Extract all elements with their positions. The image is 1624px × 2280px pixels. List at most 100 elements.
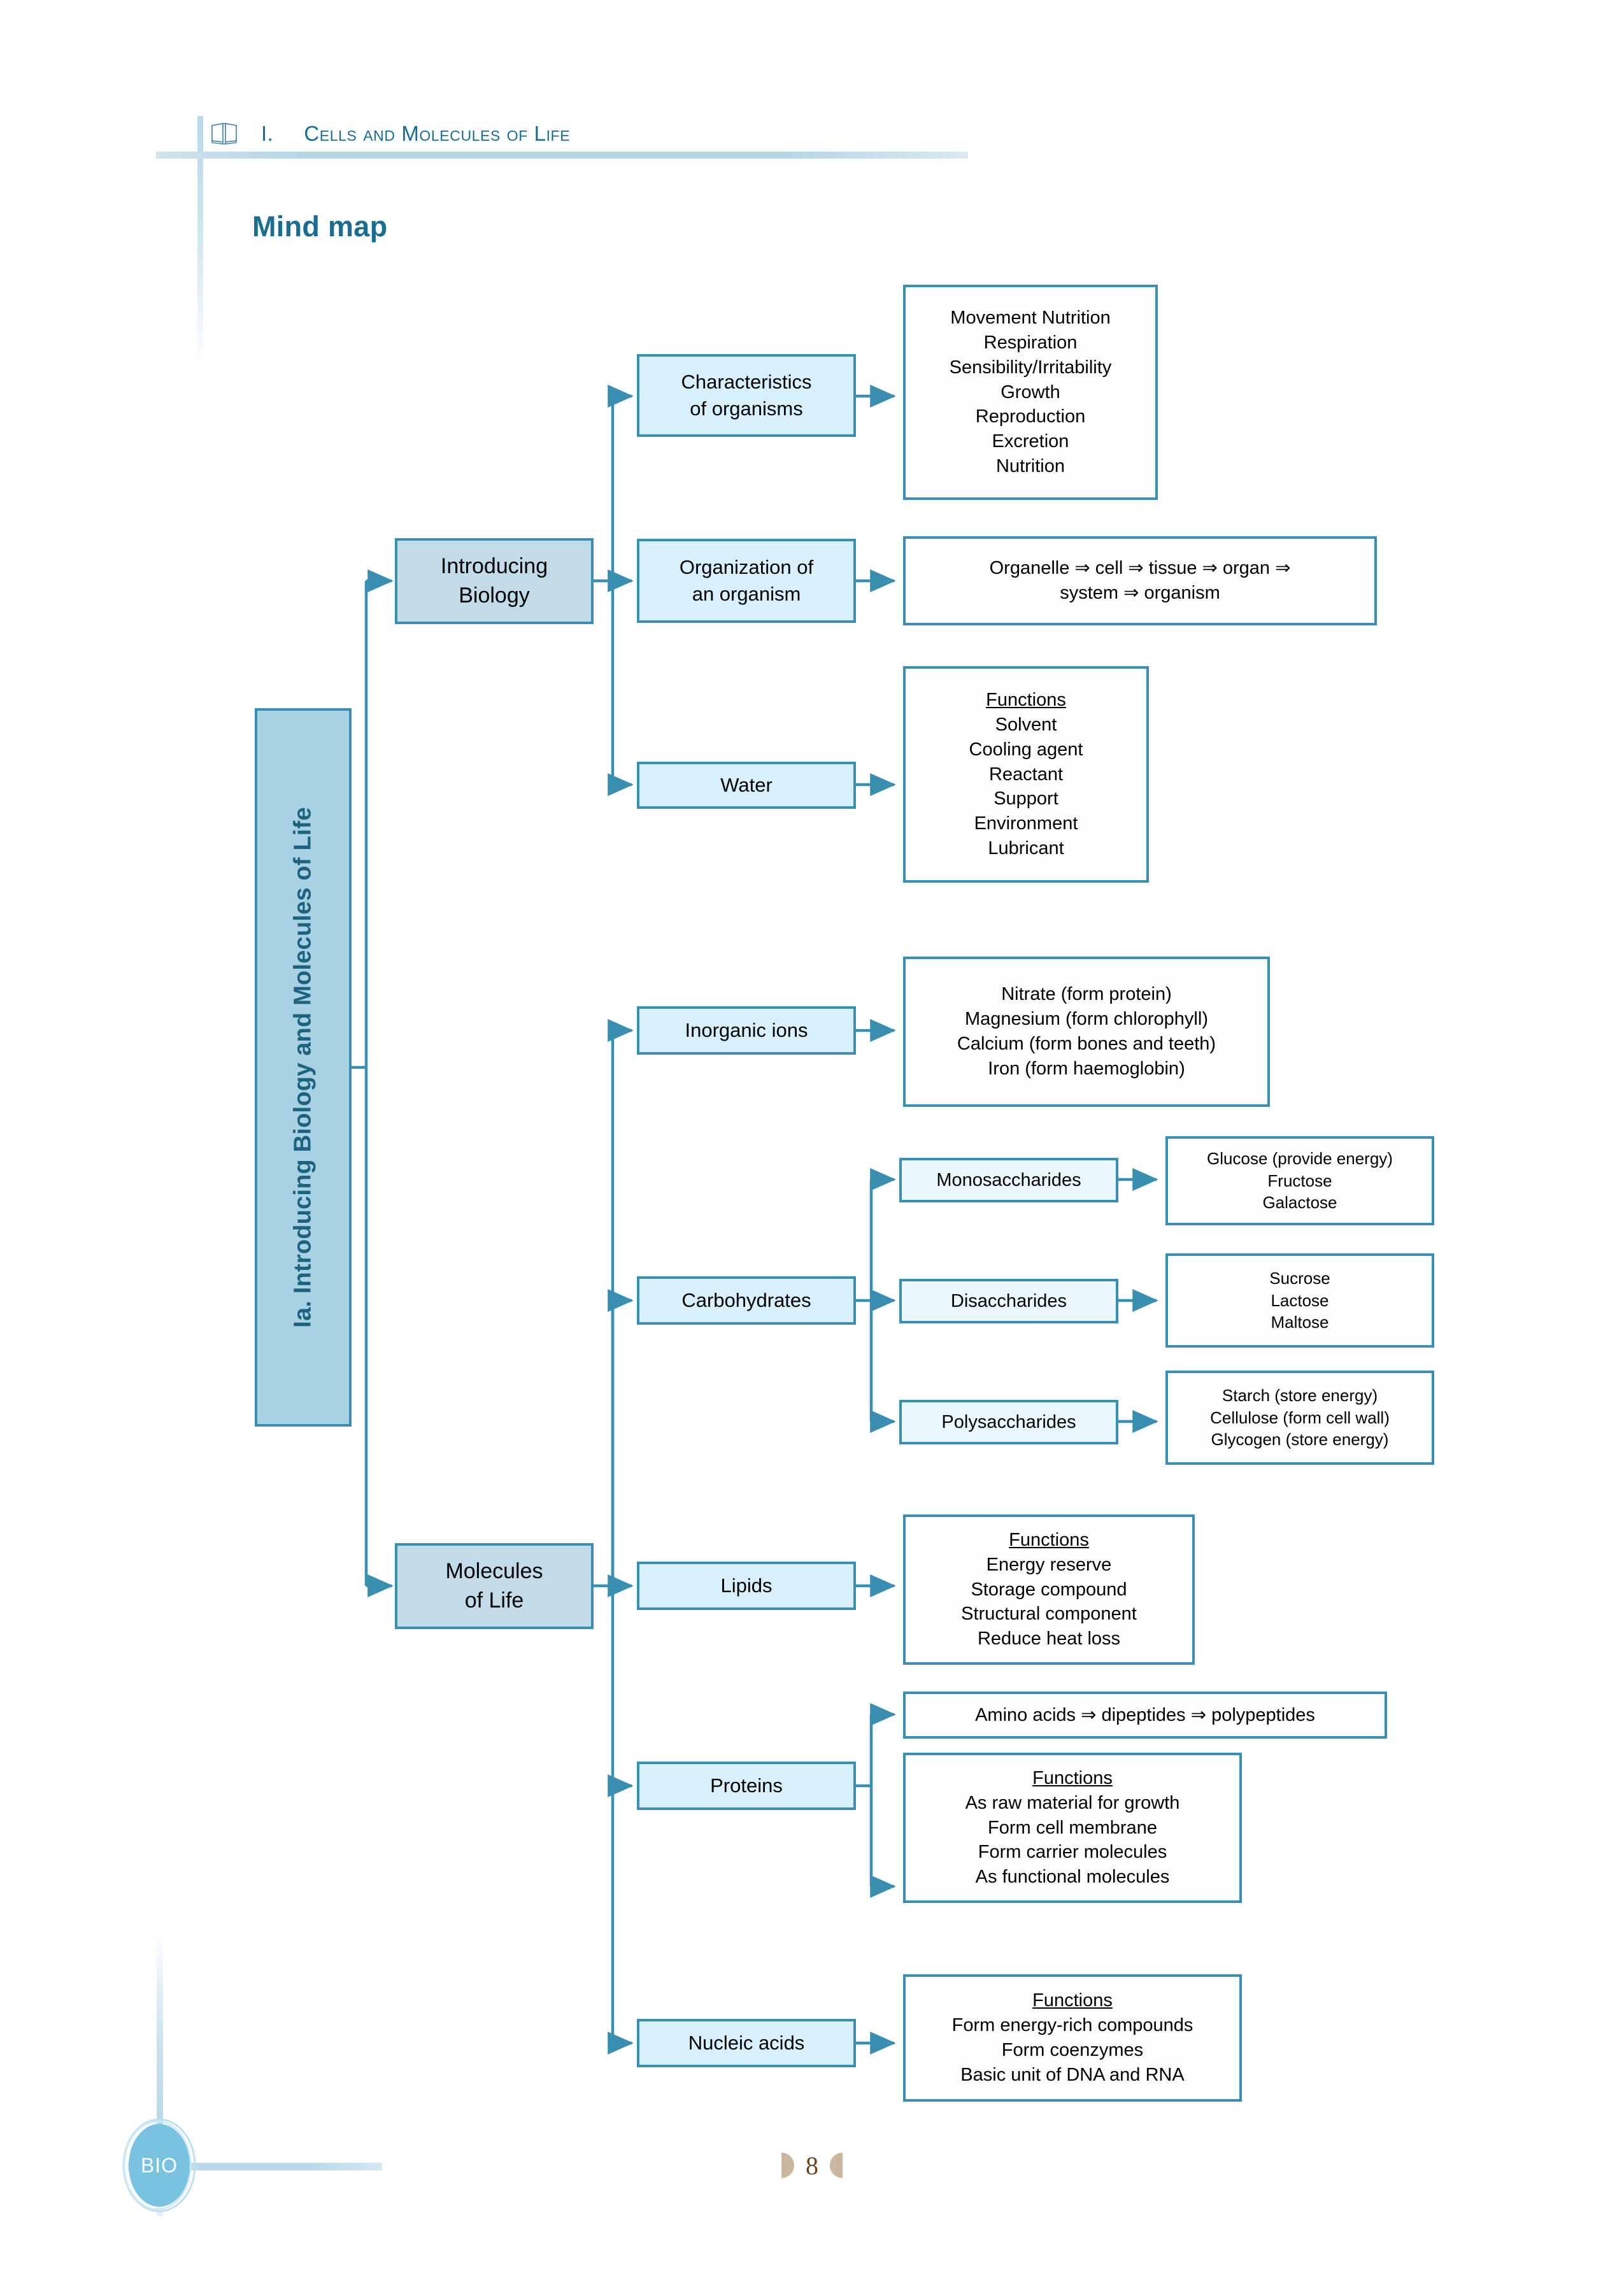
leaf-line: Sucrose: [1269, 1268, 1330, 1288]
leaf-monosaccharides-list: Glucose (provide energy) Fructose Galact…: [1165, 1136, 1434, 1225]
node-label-line1: Characteristics: [681, 371, 812, 394]
leaf-line: Respiration: [983, 332, 1078, 353]
leaf-line: Galactose: [1262, 1193, 1337, 1213]
leaf-line: Form coenzymes: [1001, 2040, 1144, 2060]
node-label-line1: Introducing: [440, 553, 548, 578]
leaf-line: Excretion: [992, 431, 1069, 452]
node-label-line2: an organism: [692, 583, 801, 605]
leaf-line: Cooling agent: [969, 739, 1083, 760]
node-water[interactable]: Water: [637, 762, 856, 809]
leaf-title: Functions: [1009, 1529, 1089, 1550]
leaf-line: Nitrate (form protein): [1001, 984, 1172, 1005]
leaf-line: Storage compound: [971, 1579, 1127, 1600]
leaf-line: Cellulose (form cell wall): [1210, 1407, 1390, 1427]
node-characteristics-of-organisms[interactable]: Characteristics of organisms: [637, 354, 856, 437]
leaf-line: Amino acids ⇒ dipeptides ⇒ polypeptides: [975, 1704, 1315, 1725]
leaf-line: Iron (form haemoglobin): [988, 1058, 1185, 1079]
leaf-proteins-functions: Functions As raw material for growth For…: [903, 1753, 1242, 1903]
leaf-line: Growth: [1001, 381, 1060, 403]
leaf-polysaccharides-list: Starch (store energy) Cellulose (form ce…: [1165, 1371, 1434, 1465]
leaf-line: Environment: [974, 813, 1078, 834]
header-horizontal-rule: [156, 152, 968, 159]
page-number: 8: [806, 2151, 818, 2180]
bio-badge-label: BIO: [140, 2153, 178, 2177]
leaf-inorganic-ions-list: Nitrate (form protein) Magnesium (form c…: [903, 957, 1270, 1107]
leaf-water-functions: Functions Solvent Cooling agent Reactant…: [903, 666, 1149, 883]
leaf-line: Solvent: [995, 714, 1057, 735]
leaf-line: system ⇒ organism: [1060, 583, 1220, 603]
leaf-line: Form cell membrane: [988, 1817, 1157, 1838]
node-label-line1: Proteins: [710, 1774, 783, 1797]
page-number-group: 8: [764, 2146, 860, 2184]
chapter-side-tab: Ia. Introducing Biology and Molecules of…: [255, 708, 352, 1427]
node-inorganic-ions[interactable]: Inorganic ions: [637, 1006, 856, 1055]
leaf-line: As raw material for growth: [965, 1792, 1180, 1813]
node-label: Monosaccharides: [936, 1169, 1081, 1190]
node-label-line1: Lipids: [720, 1574, 773, 1597]
leaf-line: Starch (store energy): [1222, 1385, 1378, 1405]
leaf-line: Form energy-rich compounds: [951, 2015, 1193, 2036]
leaf-line: Structural component: [961, 1604, 1137, 1625]
leaf-title: Functions: [986, 689, 1066, 710]
leaf-line: Lactose: [1271, 1290, 1329, 1310]
leaf-line: Magnesium (form chlorophyll): [965, 1009, 1208, 1030]
node-molecules-of-life[interactable]: Molecules of Life: [395, 1543, 594, 1629]
node-label-line1: Molecules: [445, 1558, 543, 1583]
leaf-line: As functional molecules: [975, 1867, 1170, 1888]
page-ornament-right-icon: [830, 2153, 843, 2178]
leaf-title: Functions: [1032, 1990, 1113, 2011]
bio-badge-icon: [122, 2118, 196, 2212]
leaf-line: Basic unit of DNA and RNA: [960, 2064, 1185, 2085]
footer-vertical-rule: [157, 1930, 163, 2216]
node-label-line1: Water: [720, 774, 773, 797]
leaf-line: Reproduction: [975, 406, 1086, 427]
document-header: I. Cells and Molecules of Life: [210, 115, 570, 153]
leaf-line: Movement Nutrition: [950, 307, 1111, 328]
leaf-line: Form carrier molecules: [978, 1842, 1167, 1863]
leaf-line: Organelle ⇒ cell ⇒ tissue ⇒ organ ⇒: [989, 558, 1291, 579]
node-label-line2: Biology: [459, 583, 530, 608]
node-proteins[interactable]: Proteins: [637, 1762, 856, 1810]
chapter-number: I.: [261, 122, 274, 145]
leaf-characteristics-list: Movement Nutrition Respiration Sensibili…: [903, 285, 1158, 500]
leaf-line: Fructose: [1267, 1171, 1332, 1190]
node-introducing-biology[interactable]: Introducing Biology: [395, 538, 594, 624]
leaf-line: Energy reserve: [986, 1554, 1112, 1575]
node-label: Disaccharides: [950, 1290, 1067, 1311]
left-decorative-rule: [197, 116, 203, 371]
node-polysaccharides[interactable]: Polysaccharides: [899, 1400, 1118, 1444]
leaf-lipids-functions: Functions Energy reserve Storage compoun…: [903, 1514, 1195, 1665]
node-label: Polysaccharides: [941, 1411, 1076, 1432]
leaf-line: Maltose: [1271, 1313, 1329, 1332]
page-ornament-left-icon: [781, 2153, 794, 2178]
chapter-title: Cells and Molecules of Life: [304, 122, 571, 145]
bio-badge: BIO: [118, 2114, 201, 2216]
node-monosaccharides[interactable]: Monosaccharides: [899, 1158, 1118, 1202]
leaf-line: Support: [994, 788, 1058, 809]
chapter-side-tab-label: Ia. Introducing Biology and Molecules of…: [289, 807, 317, 1328]
node-label-line1: Nucleic acids: [688, 2032, 805, 2055]
leaf-disaccharides-list: Sucrose Lactose Maltose: [1165, 1253, 1434, 1348]
leaf-proteins-sequence: Amino acids ⇒ dipeptides ⇒ polypeptides: [903, 1692, 1387, 1739]
leaf-line: Glucose (provide energy): [1207, 1148, 1393, 1168]
open-book-icon: [210, 121, 238, 146]
node-label-line1: Organization of: [679, 556, 814, 579]
leaf-line: Reactant: [988, 764, 1064, 785]
node-organization-of-an-organism[interactable]: Organization of an organism: [637, 539, 856, 623]
node-label-line2: of Life: [464, 1588, 524, 1613]
node-lipids[interactable]: Lipids: [637, 1562, 856, 1610]
node-disaccharides[interactable]: Disaccharides: [899, 1279, 1118, 1323]
leaf-line: Calcium (form bones and teeth): [957, 1034, 1216, 1054]
leaf-line: Nutrition: [996, 456, 1065, 477]
node-carbohydrates[interactable]: Carbohydrates: [637, 1276, 856, 1325]
leaf-line: Reduce heat loss: [977, 1628, 1121, 1649]
node-label-line2: of organisms: [690, 397, 803, 420]
node-label-line1: Carbohydrates: [681, 1289, 811, 1312]
leaf-title: Functions: [1032, 1767, 1113, 1788]
leaf-nucleic-acids-functions: Functions Form energy-rich compounds For…: [903, 1974, 1242, 2102]
node-nucleic-acids[interactable]: Nucleic acids: [637, 2019, 856, 2067]
leaf-line: Sensibility/Irritability: [949, 357, 1112, 378]
node-label-line1: Inorganic ions: [685, 1019, 808, 1042]
leaf-organization-sequence: Organelle ⇒ cell ⇒ tissue ⇒ organ ⇒ syst…: [903, 536, 1377, 625]
leaf-line: Glycogen (store energy): [1211, 1430, 1389, 1450]
